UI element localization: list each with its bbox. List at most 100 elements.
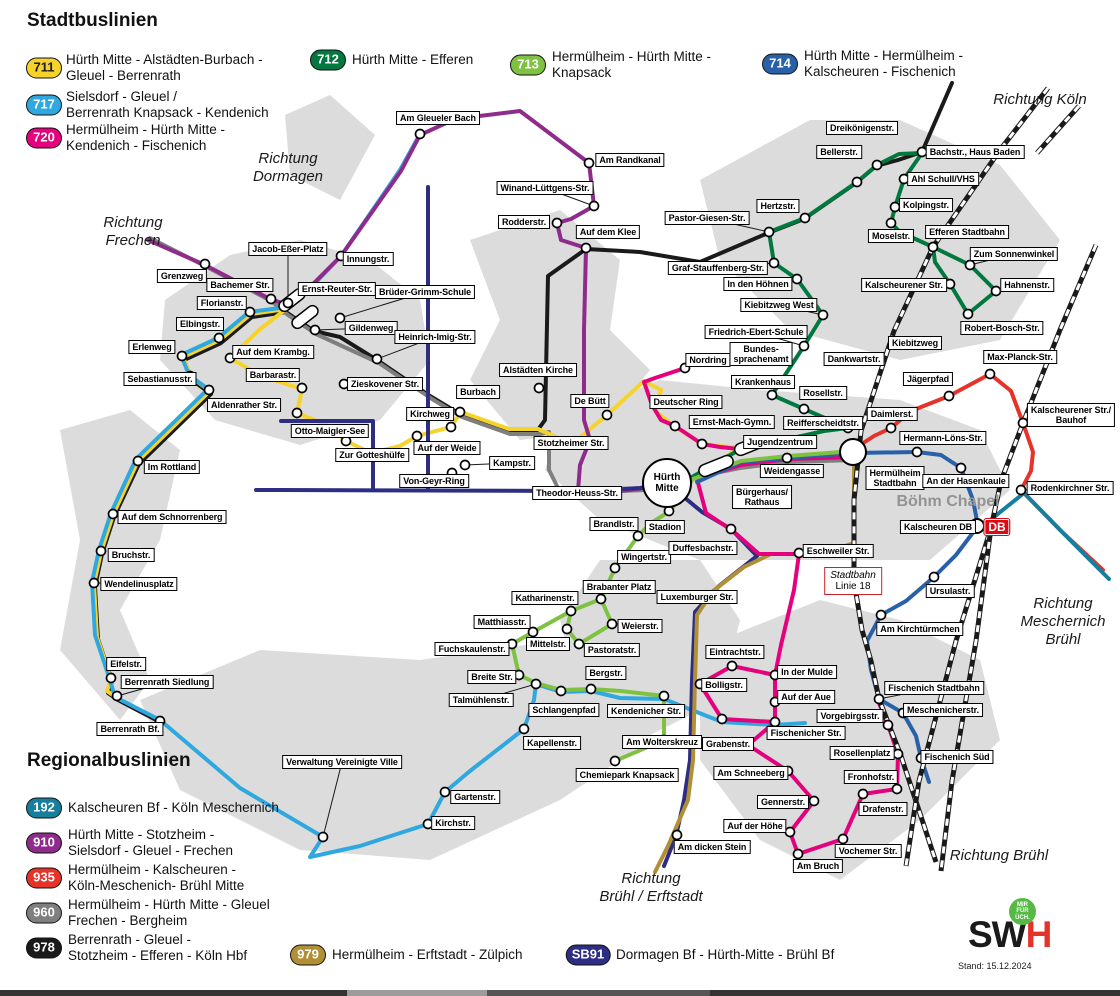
- station-label: Reifferscheidtstr.: [783, 416, 863, 430]
- station-dot: [798, 403, 810, 415]
- station-dot: [411, 430, 423, 442]
- line-route-description: Hürth Mitte - Efferen: [352, 52, 474, 67]
- station-label: Jacob-Eßer-Platz: [248, 242, 328, 256]
- line-route-description: Berrenrath - Gleuel - Stotzheim - Effere…: [68, 932, 248, 963]
- station-dot: [837, 833, 849, 845]
- station-label: Friedrich-Ebert-Schule: [704, 325, 808, 339]
- direction-label: Richtung Frechen: [103, 214, 163, 249]
- station-label: Otto-Maigler-See: [290, 424, 370, 438]
- station-label: Gennerstr.: [756, 795, 810, 809]
- direction-label: Richtung Köln: [993, 91, 1087, 108]
- stadtbahn-line1: Stadtbahn: [830, 570, 876, 581]
- station-dot: [716, 713, 728, 725]
- line-route-description: Hermülheim - Hürth Mitte - Gleuel Freche…: [68, 897, 270, 928]
- station-dot: [527, 626, 539, 638]
- station-label: Hertzstr.: [756, 199, 800, 213]
- station-label: Ahl Schull/VHS: [907, 172, 979, 186]
- district-area: [60, 410, 180, 720]
- station-label: Jugendzentrum: [743, 435, 817, 449]
- station-dot: [555, 685, 567, 697]
- station-dot: [873, 693, 885, 705]
- station-label: Fronhofstr.: [843, 770, 899, 784]
- station-dot: [334, 312, 346, 324]
- station-dot: [414, 128, 426, 140]
- station-label: Am Gleueler Bach: [396, 111, 480, 125]
- station-dot: [317, 831, 329, 843]
- station-label: Luxemburger Str.: [656, 590, 738, 604]
- station-dot: [609, 755, 621, 767]
- line-badge-712: 712: [310, 49, 346, 71]
- line-route-description: Hermülheim - Erftstadt - Zülpich: [332, 947, 523, 962]
- station-label: Stadion: [644, 520, 686, 534]
- station-dot: [911, 446, 923, 458]
- station-dot: [984, 368, 996, 380]
- line-badge-713: 713: [510, 54, 546, 76]
- transfer-pill: [698, 454, 734, 478]
- station-dot: [792, 848, 804, 860]
- station-label: Zum Sonnenwinkel: [969, 247, 1059, 261]
- station-label: Talmühlenstr.: [448, 693, 514, 707]
- station-dot: [943, 390, 955, 402]
- station-dot: [766, 389, 778, 401]
- line-badge-192: 192: [26, 797, 62, 819]
- transfer-pill: [291, 304, 319, 330]
- line-route-description: Sielsdorf - Gleuel / Berrenrath Knapsack…: [66, 89, 269, 120]
- station-label: Grabenstr.: [701, 737, 755, 751]
- station-dot: [798, 340, 810, 352]
- station-label: Burbach: [456, 385, 500, 399]
- station-label: Kalscheurener Str./ Bauhof: [1026, 403, 1116, 427]
- station-dot: [1015, 484, 1027, 496]
- route-SB91-b: [279, 419, 375, 491]
- station-label: Daimlerst.: [866, 407, 918, 421]
- station-dot: [885, 217, 897, 229]
- station-label: Wendelinusplatz: [100, 577, 178, 591]
- station-label: Kiebitzweg West: [740, 298, 818, 312]
- station-label: Rosellstr.: [799, 386, 847, 400]
- station-label: Auf dem Schnorrenberg: [117, 510, 227, 524]
- station-label: Kalscheurener Str.: [861, 278, 947, 292]
- station-dot: [95, 545, 107, 557]
- stadtbahn-line2: Linie 18: [835, 581, 871, 592]
- station-label: Graf-Stauffenberg-Str.: [667, 261, 769, 275]
- station-label: Deutscher Ring: [649, 395, 723, 409]
- station-dot: [885, 422, 897, 434]
- station-dot: [107, 508, 119, 520]
- station-label: Kalscheuren DB: [899, 520, 977, 534]
- station-label: Bergstr.: [585, 666, 627, 680]
- railway-hatching: [852, 87, 1050, 863]
- route-713-b: [510, 597, 666, 763]
- station-label: Innungstr.: [342, 252, 394, 266]
- station-label: Berrenrath Bf.: [96, 722, 164, 736]
- station-dot: [927, 241, 939, 253]
- station-label: Winand-Lüttgens-Str.: [496, 181, 594, 195]
- station-label: Bürgerhaus/ Rathaus: [732, 485, 792, 509]
- station-dot: [580, 242, 592, 254]
- station-label: Vochemer Str.: [834, 844, 902, 858]
- station-label: Chemiepark Knapsack: [575, 768, 679, 782]
- station-dot: [459, 459, 471, 471]
- station-label: Stotzheimer Str.: [533, 436, 609, 450]
- station-dot: [763, 226, 775, 238]
- station-label: Brabanter Platz: [582, 580, 656, 594]
- station-dot: [585, 683, 597, 695]
- station-dot: [454, 406, 466, 418]
- station-dot: [875, 609, 887, 621]
- station-dot: [595, 593, 607, 605]
- station-label: Bundes- sprachenamt: [729, 342, 793, 366]
- station-label: Pastor-Giesen-Str.: [664, 211, 750, 225]
- hub-circle: [642, 458, 692, 508]
- station-dot: [105, 672, 117, 684]
- station-dot: [518, 723, 530, 735]
- station-label: Dankwartstr.: [823, 352, 885, 366]
- station-label: Heinrich-Imig-Str.: [394, 330, 476, 344]
- station-dot: [213, 332, 225, 344]
- station-label: Kapellenstr.: [523, 736, 581, 750]
- station-dot: [588, 200, 600, 212]
- station-dot: [696, 438, 708, 450]
- station-label: Kirchstr.: [431, 816, 475, 830]
- station-label: Dreikönigenstr.: [825, 121, 899, 135]
- line-route-description: Hermülheim - Hürth Mitte - Kendenich - F…: [66, 122, 226, 153]
- line-badge-720: 720: [26, 127, 62, 149]
- station-label: Weierstr.: [617, 619, 663, 633]
- station-label: Am Randkanal: [595, 153, 665, 167]
